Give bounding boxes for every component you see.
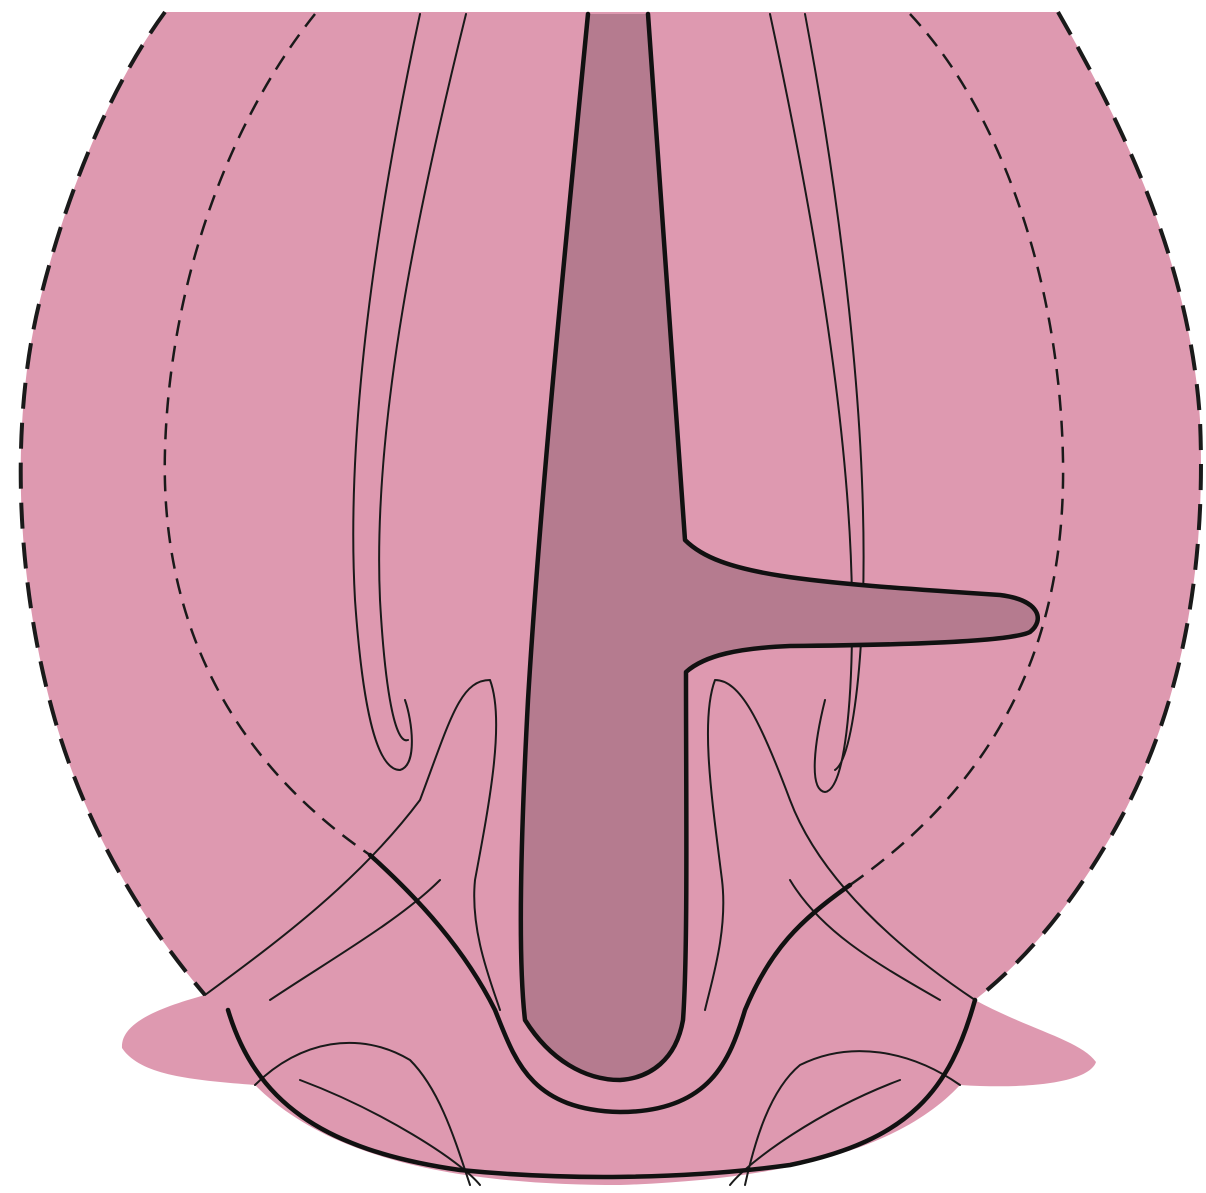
diagram-canvas [0, 0, 1206, 1193]
anatomy-diagram [0, 0, 1206, 1193]
